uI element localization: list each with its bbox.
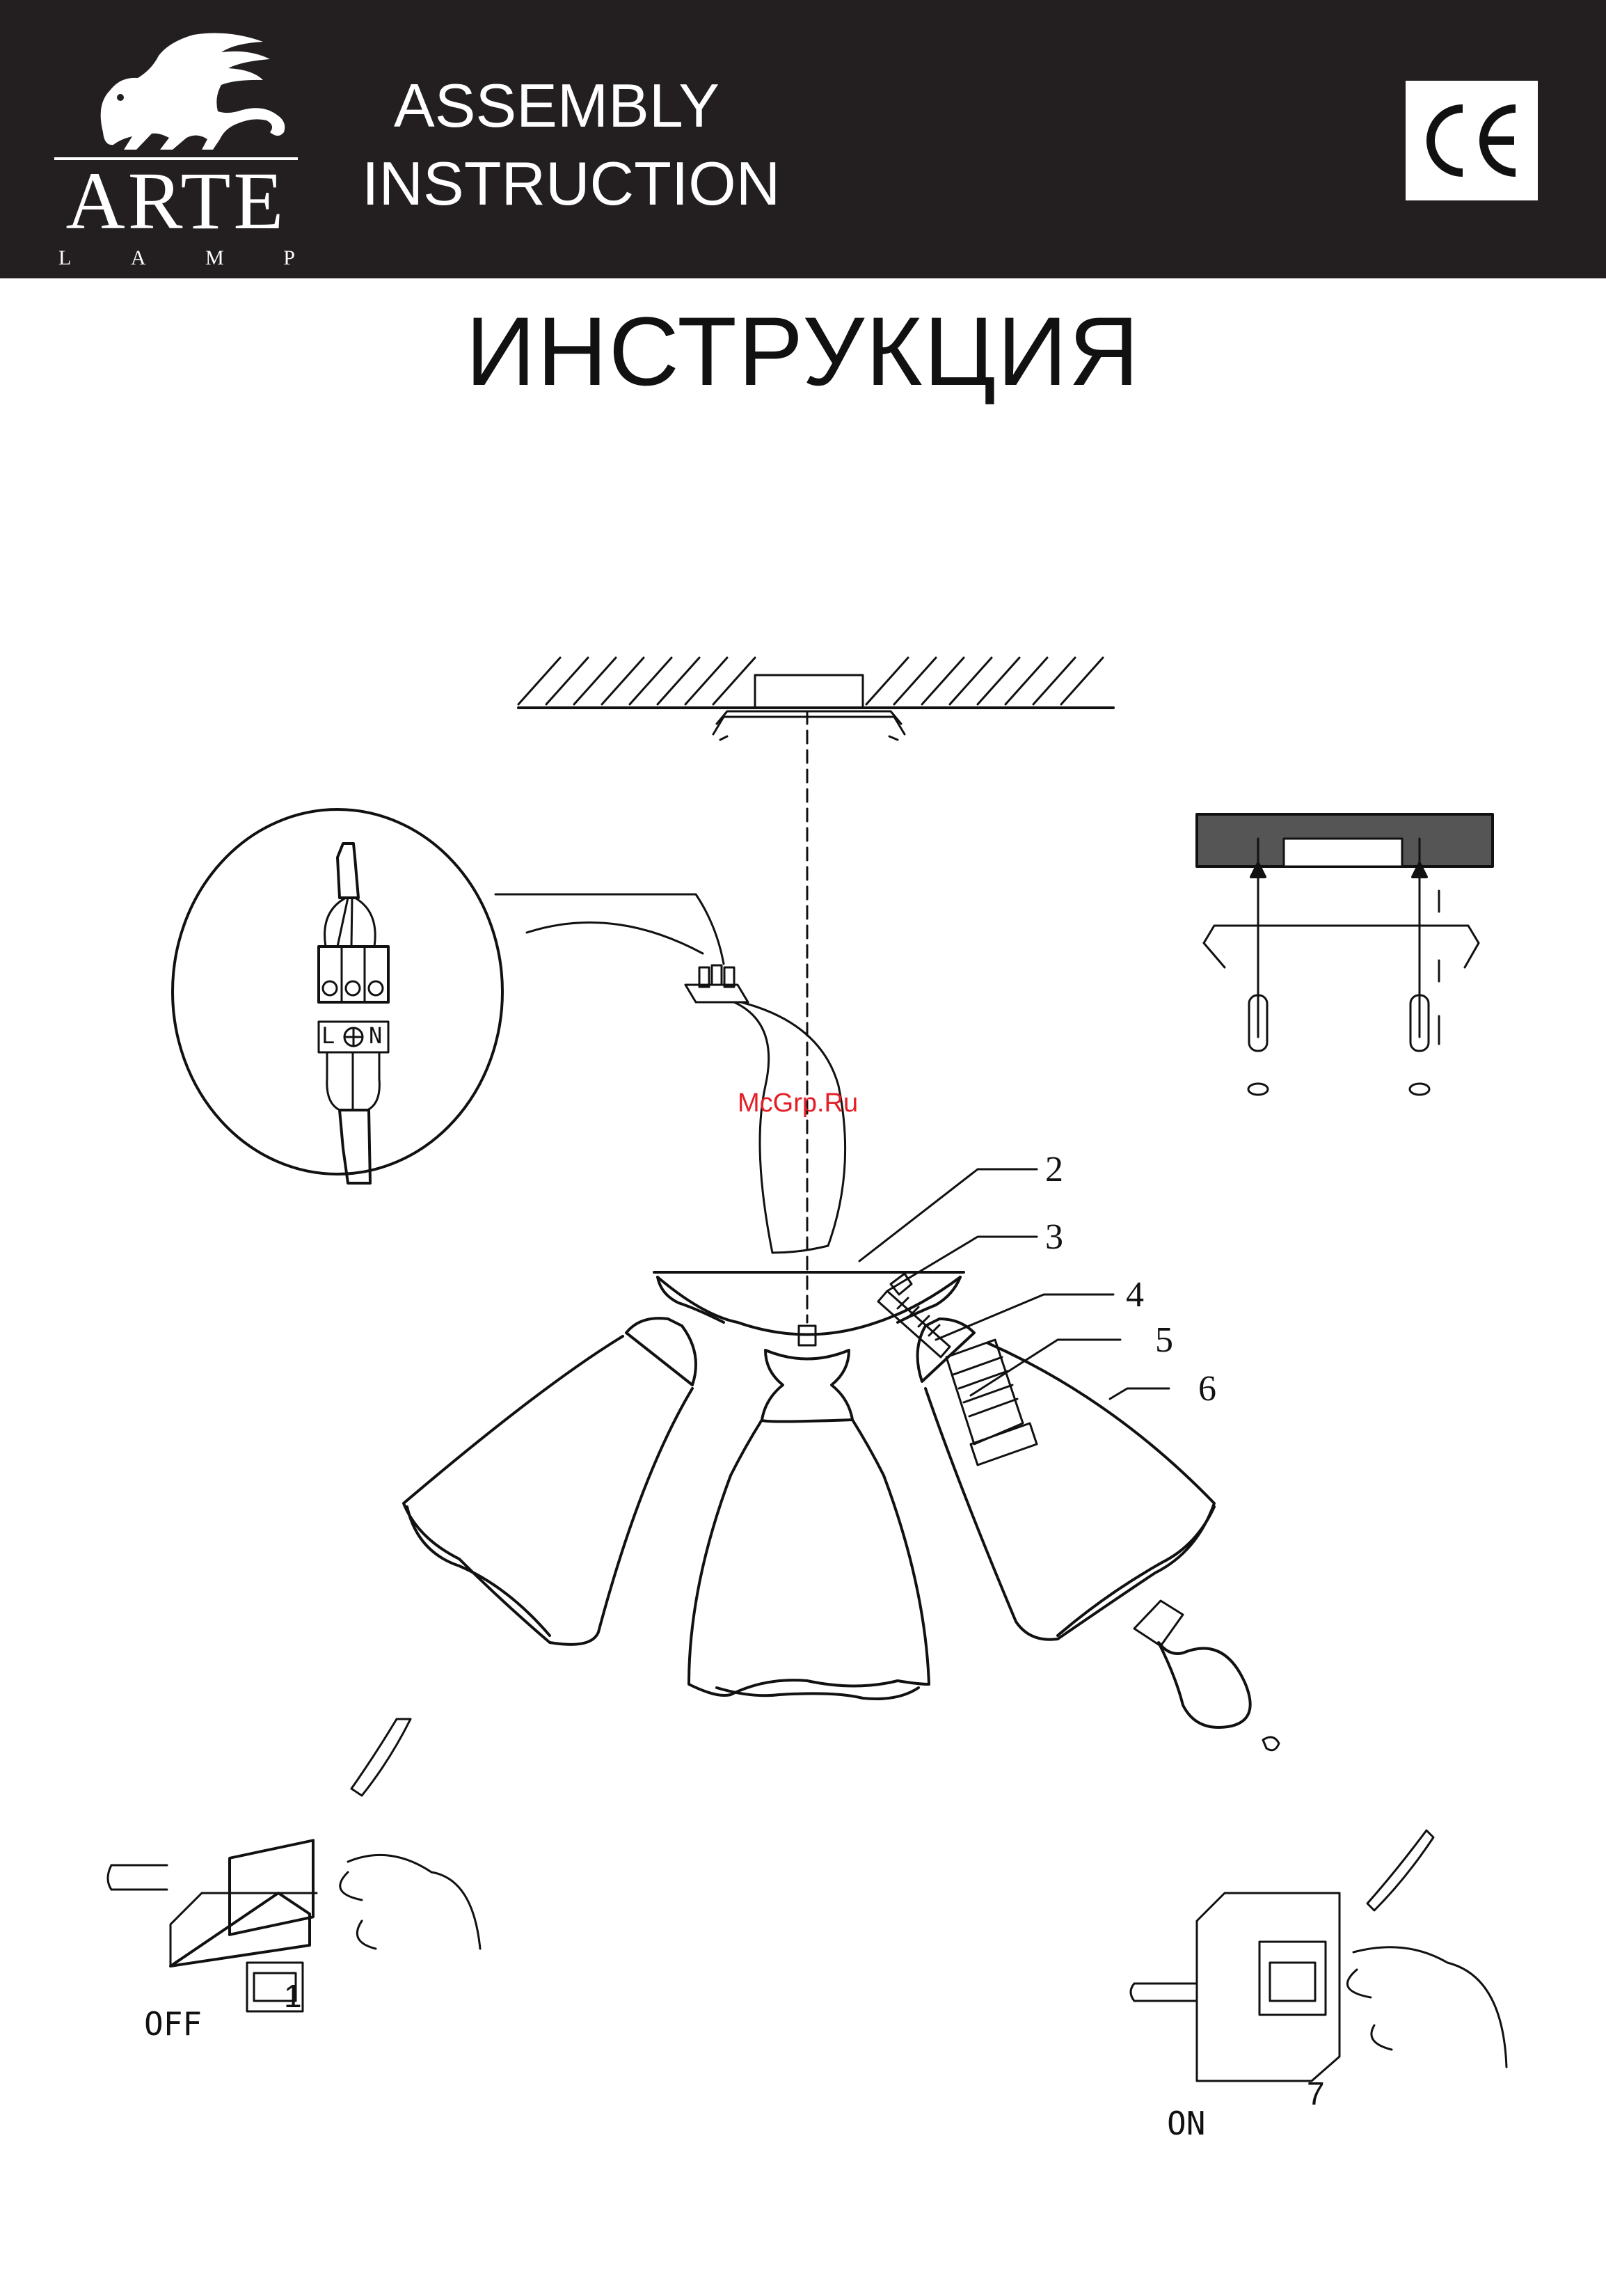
ceiling-plate-detail [1197,814,1493,1095]
callout-5: 5 [1155,1322,1173,1359]
terminal-label-l: L [321,1024,335,1047]
callout-leaders [859,1169,1169,1399]
watermark: McGrp.Ru [738,1090,858,1116]
terminal-label-n: N [369,1024,382,1047]
switch-on-state-label: ON [1167,2107,1205,2139]
callout-2: 2 [1045,1152,1063,1188]
switch-on-step-number: 7 [1307,2077,1325,2109]
ceiling-hatching [518,658,1113,708]
left-glass-shade [404,1318,696,1645]
callout-3: 3 [1045,1219,1063,1256]
mounting-bracket [713,711,905,740]
terminal-block-detail [173,809,724,1183]
switch-off-illustration [108,1719,480,2011]
callout-6: 6 [1198,1371,1216,1407]
light-bulb [1134,1601,1279,1750]
threaded-rod [878,1274,950,1357]
switch-off-step-number: 1 [284,1980,302,2012]
switch-off-state-label: OFF [144,2008,202,2040]
right-glass-shade [918,1319,1214,1640]
switch-on-illustration [1131,1830,1506,2081]
center-glass-shade [689,1350,929,1699]
callout-4: 4 [1126,1277,1144,1313]
